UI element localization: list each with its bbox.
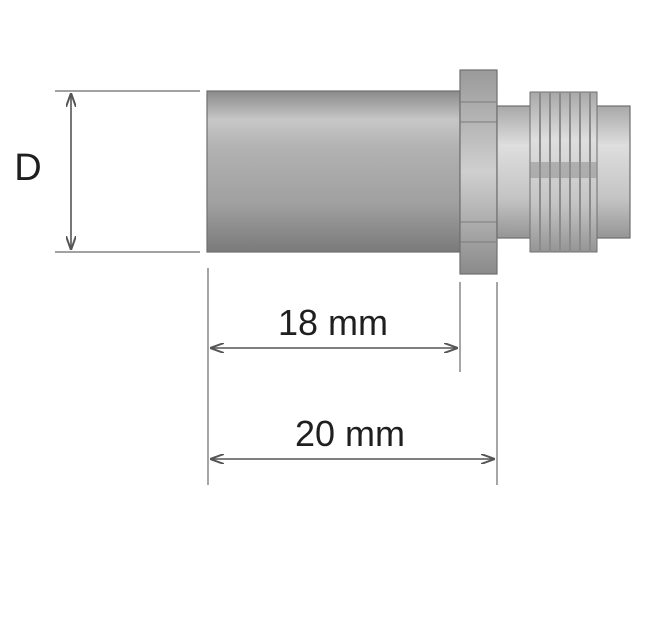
length-dimensions: 18 mm 20 mm: [207, 268, 498, 485]
diameter-label: D: [14, 147, 41, 189]
fitting-hex-nut: [459, 69, 498, 275]
fitting-cylinder-body: [206, 90, 461, 253]
adapter-fitting: [206, 69, 631, 275]
fitting-threaded-end: [496, 91, 631, 253]
dimension-18mm-label: 18 mm: [278, 302, 388, 343]
diameter-dimension: D: [14, 90, 200, 253]
dimension-20mm-label: 20 mm: [295, 413, 405, 454]
